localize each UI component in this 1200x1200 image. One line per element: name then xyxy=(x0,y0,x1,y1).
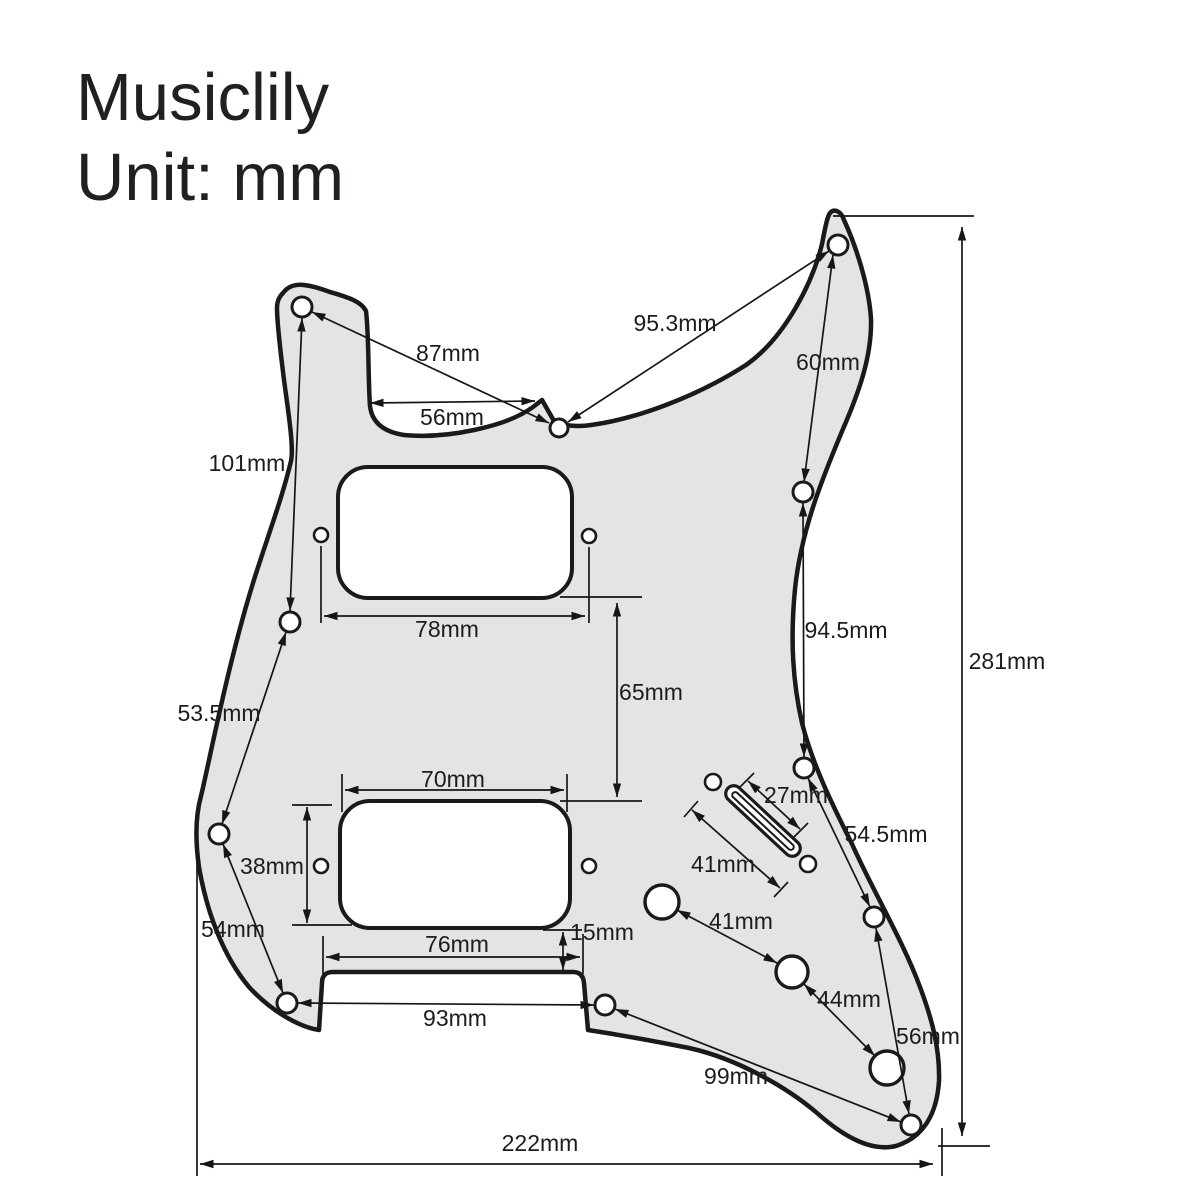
dim-line-54 xyxy=(222,843,284,994)
ext-line xyxy=(739,772,755,788)
dim-label-99mm: 99mm xyxy=(704,1063,768,1089)
screw-hole xyxy=(275,991,299,1015)
screw-hole xyxy=(792,756,816,780)
dim-label-94-5mm: 94.5mm xyxy=(804,617,887,643)
dim-label-95-3mm: 95.3mm xyxy=(633,310,716,336)
ext-line xyxy=(773,881,789,898)
dim-label-78mm: 78mm xyxy=(415,616,479,642)
screw-hole xyxy=(290,295,314,319)
dim-label-41mm-pots: 41mm xyxy=(709,908,773,934)
pickup-screw-hole xyxy=(312,857,330,875)
pickup-mount-holes xyxy=(312,526,598,875)
screw-hole xyxy=(278,610,302,634)
ext-line xyxy=(683,800,699,818)
screw-hole xyxy=(862,905,886,929)
dim-line-27 xyxy=(747,780,801,830)
screw-hole xyxy=(207,822,231,846)
screw-hole xyxy=(826,233,850,257)
dim-line-56-top xyxy=(369,396,536,408)
dim-label-53-5mm: 53.5mm xyxy=(177,700,260,726)
dim-label-41mm-switch: 41mm xyxy=(691,851,755,877)
dim-line-54-5 xyxy=(807,777,871,908)
edge-screw-holes xyxy=(207,233,923,1137)
dim-line-41-switch xyxy=(691,809,781,889)
switch-screw-hole xyxy=(798,854,818,874)
dim-line-93 xyxy=(297,998,595,1010)
screw-hole xyxy=(548,417,570,439)
ext-line xyxy=(793,822,809,838)
dim-label-222mm: 222mm xyxy=(502,1130,579,1156)
dimension-lines xyxy=(200,227,967,1169)
pickup-screw-hole xyxy=(580,527,598,545)
switch-screw-hole xyxy=(703,772,723,792)
dim-label-65mm: 65mm xyxy=(619,679,683,705)
pickup-screw-hole xyxy=(580,857,598,875)
dim-label-76mm: 76mm xyxy=(425,931,489,957)
screw-hole xyxy=(593,993,617,1017)
dim-line-60 xyxy=(801,254,836,483)
dim-label-44mm: 44mm xyxy=(817,986,881,1012)
dim-label-54mm: 54mm xyxy=(201,916,265,942)
dim-label-56mm-top: 56mm xyxy=(420,404,484,430)
dim-label-15mm: 15mm xyxy=(570,919,634,945)
pickup-screw-hole xyxy=(312,526,330,544)
dim-label-70mm: 70mm xyxy=(421,766,485,792)
dim-label-281mm: 281mm xyxy=(969,648,1046,674)
dimension-labels: 87mm 56mm 95.3mm 60mm 101mm 53.5mm 54mm … xyxy=(177,310,1045,1156)
dim-label-38mm: 38mm xyxy=(240,853,304,879)
screw-hole xyxy=(791,480,815,504)
dim-line-95-3 xyxy=(567,250,830,423)
dim-line-99 xyxy=(614,1008,902,1123)
dim-label-56mm-bottom: 56mm xyxy=(896,1023,960,1049)
pot-hole xyxy=(774,954,810,990)
pot-hole xyxy=(643,883,681,921)
dim-line-101 xyxy=(286,317,306,612)
dim-line-41-pots xyxy=(676,909,778,964)
dim-label-93mm: 93mm xyxy=(423,1005,487,1031)
screw-hole xyxy=(899,1113,923,1137)
dim-label-101mm: 101mm xyxy=(209,450,286,476)
dim-label-60mm: 60mm xyxy=(796,349,860,375)
brand-title: Musiclily xyxy=(76,60,330,135)
bridge-pickup-cutout xyxy=(338,799,572,930)
dim-label-87mm: 87mm xyxy=(416,340,480,366)
dim-label-27mm: 27mm xyxy=(764,782,828,808)
extension-lines xyxy=(196,215,990,1176)
dim-label-54-5mm: 54.5mm xyxy=(844,821,927,847)
dim-line-53-5 xyxy=(221,631,287,825)
unit-label: Unit: mm xyxy=(76,140,344,216)
dim-line-94-5 xyxy=(798,502,809,758)
neck-pickup-cutout xyxy=(336,465,574,600)
